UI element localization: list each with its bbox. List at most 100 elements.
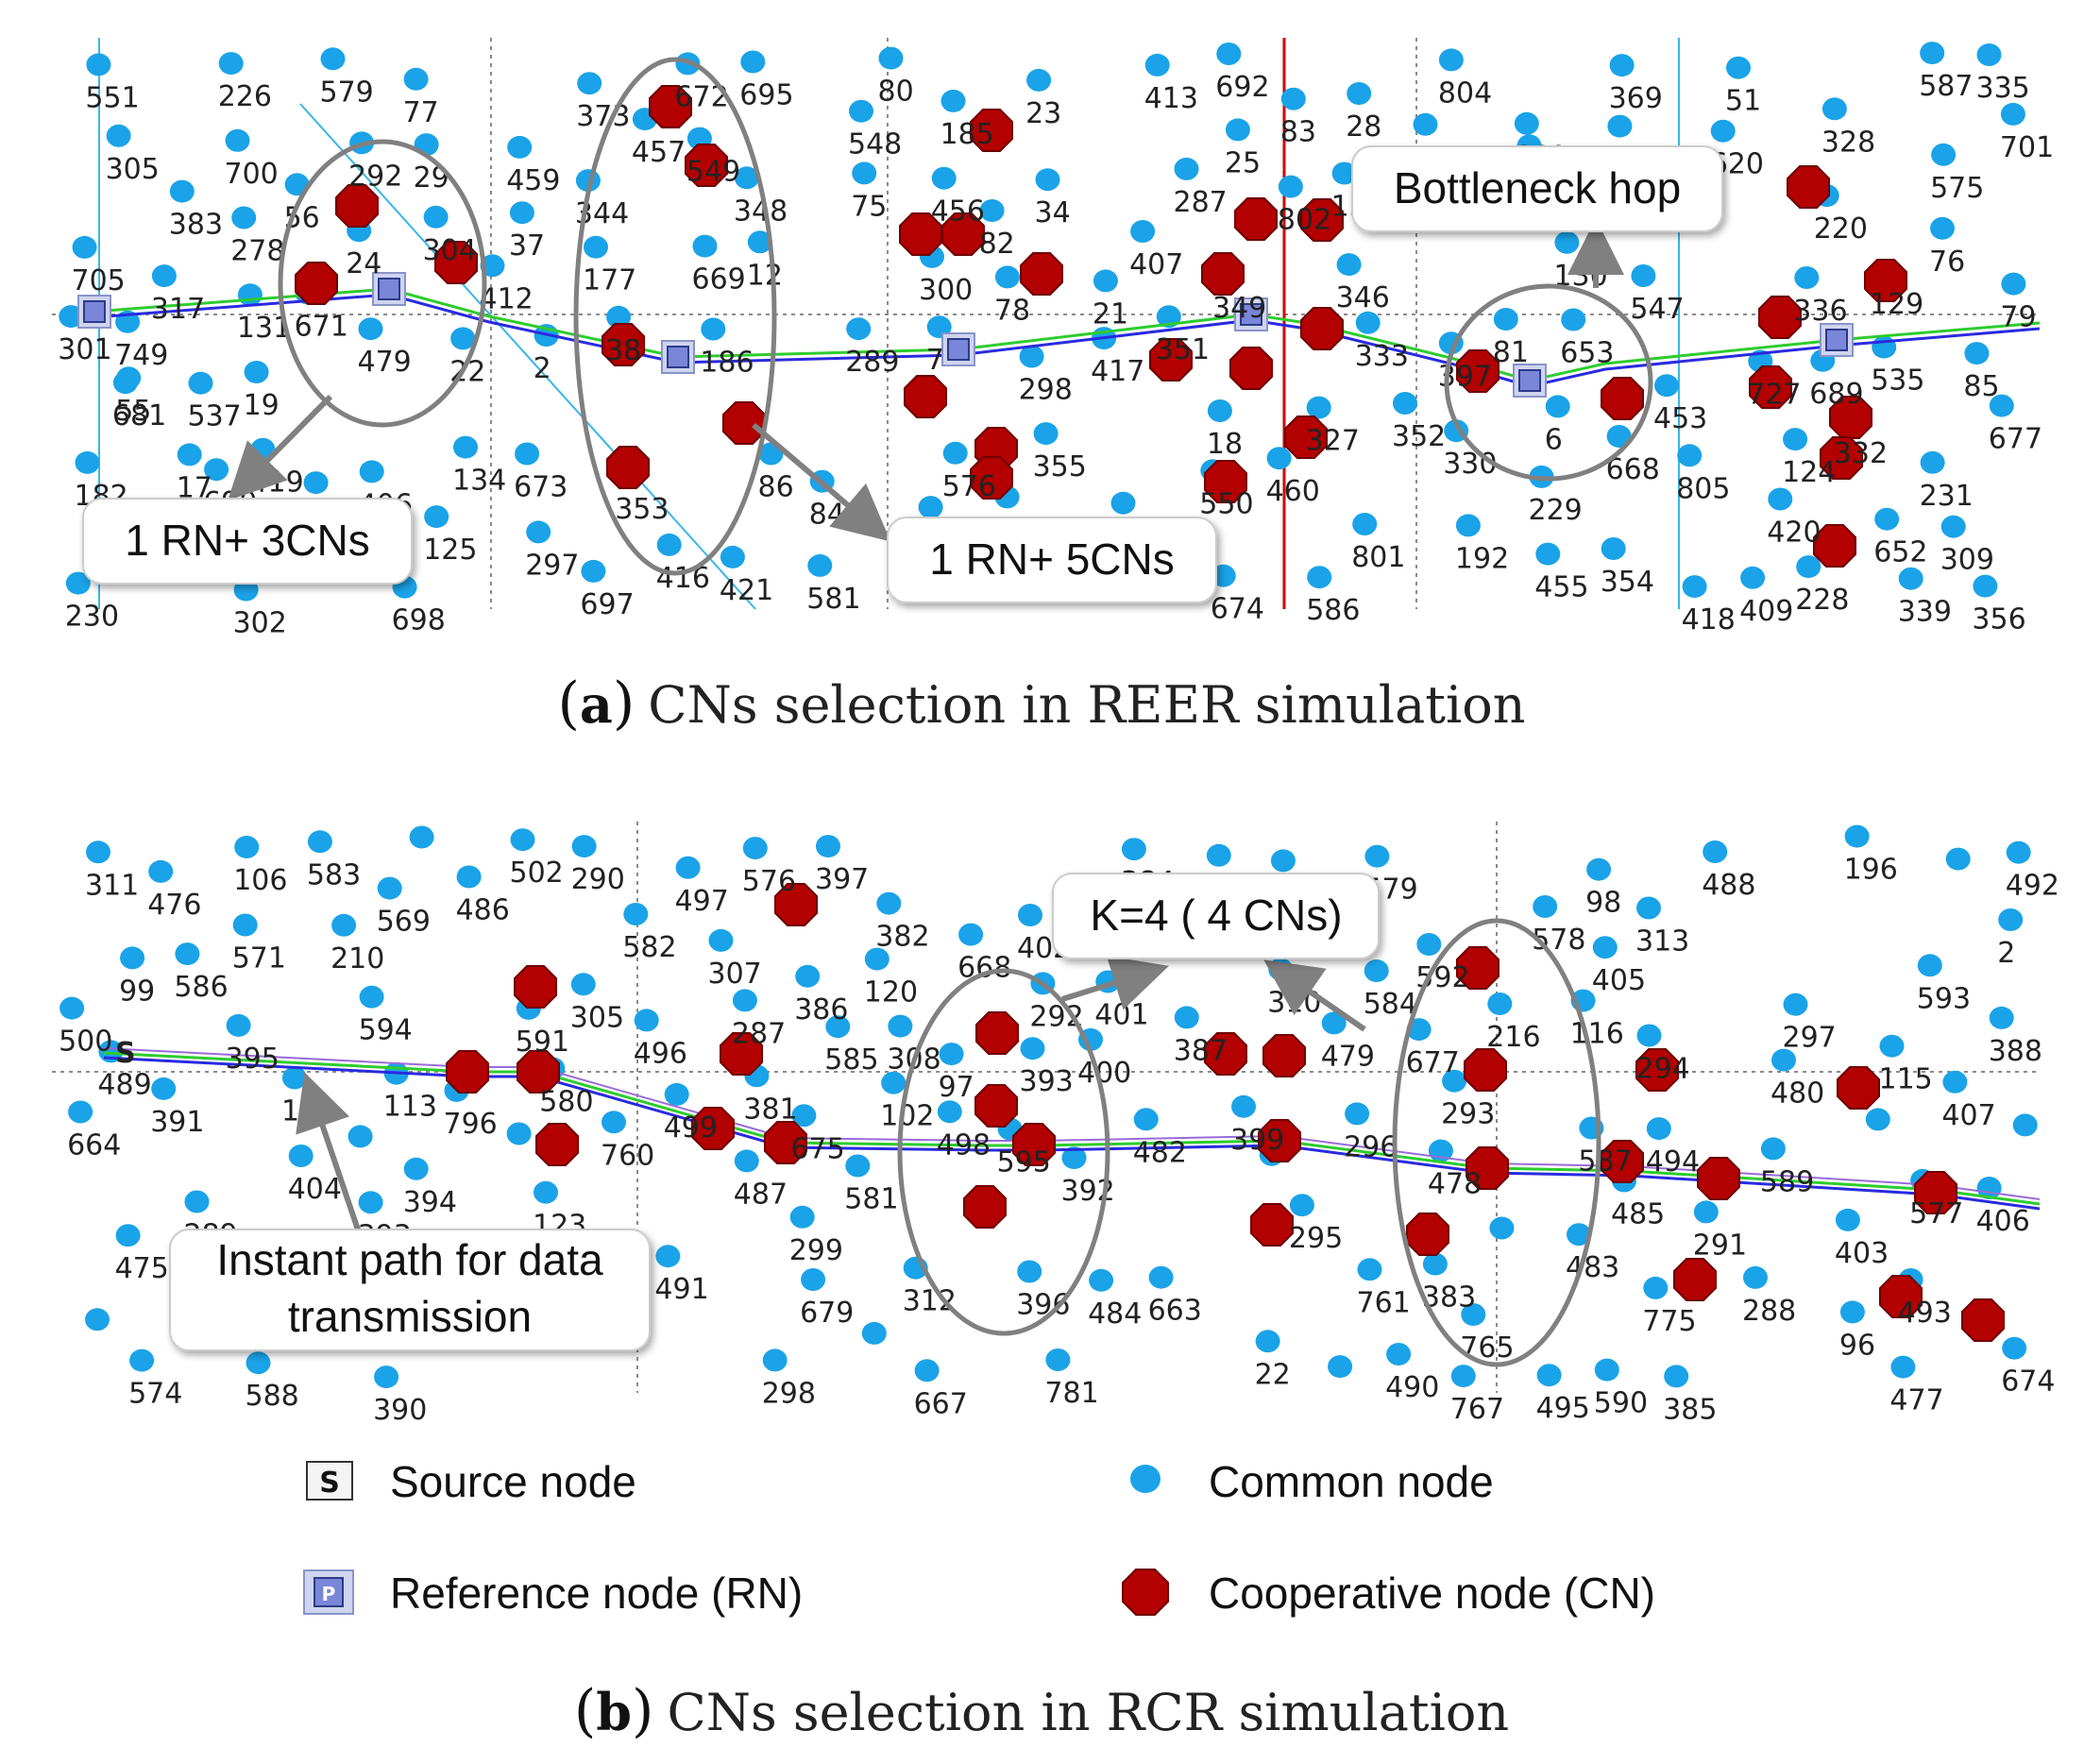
common-node: [1413, 112, 1438, 136]
node-label: 664: [67, 1129, 121, 1162]
common-node: [1783, 992, 1808, 1016]
common-node: [940, 89, 966, 112]
node-label: 485: [1611, 1198, 1665, 1231]
node-label: 98: [1585, 887, 1621, 920]
node-label: 674: [1211, 593, 1264, 626]
panel-a-node-labels: 2985673493532834351773396715756984564074…: [58, 70, 2054, 639]
node-label: 781: [1044, 1377, 1098, 1410]
common-node: [1607, 114, 1633, 138]
reference-node-inner: [947, 338, 970, 361]
common-node: [456, 865, 482, 889]
a-callout-1rn-3cns: 1 RN+ 3CNs: [82, 498, 413, 585]
node-label: 535: [1871, 365, 1924, 398]
node-label: 134: [452, 465, 506, 498]
common-node: [762, 1348, 788, 1372]
panel-a-routing-paths: [93, 287, 2041, 388]
common-node: [1594, 1358, 1619, 1382]
cooperative-node: [446, 1050, 489, 1094]
node-label: 80: [878, 76, 914, 109]
common-node: [2012, 1113, 2038, 1137]
cooperative-node: [1697, 1157, 1740, 1200]
reference-node-inner: [378, 278, 400, 300]
common-node: [68, 1100, 93, 1124]
node-label: 765: [1460, 1331, 1514, 1365]
node-label: 216: [1486, 1021, 1540, 1054]
b-ellipse-right-cns: [1392, 918, 1601, 1367]
common-node: [1328, 1355, 1353, 1379]
node-label: 671: [295, 310, 348, 343]
common-node: [409, 825, 434, 849]
cooperative-node: [1456, 349, 1499, 393]
panel-a-cooperative-nodes: [295, 85, 1907, 568]
common-node: [1768, 487, 1793, 511]
node-label: 500: [59, 1026, 112, 1059]
common-node: [1345, 1102, 1370, 1126]
cooperative-node: [963, 1185, 1007, 1229]
common-node: [237, 283, 263, 307]
node-label: 82: [979, 228, 1015, 261]
node-label: 229: [1529, 494, 1583, 527]
common-node: [1307, 566, 1332, 589]
node-label: 487: [734, 1178, 788, 1211]
common-node: [740, 50, 766, 74]
node-label: 300: [919, 274, 973, 307]
common-node: [450, 327, 476, 350]
node-label: 349: [1212, 292, 1266, 325]
common-node: [282, 1066, 307, 1090]
cooperative-node: [1820, 436, 1863, 480]
common-node: [515, 442, 540, 466]
cooperative-node: [1201, 252, 1245, 296]
common-node: [85, 1308, 110, 1331]
legend-cooperative-node-icon: [1122, 1569, 1169, 1616]
node-label: 102: [880, 1100, 934, 1133]
node-label: 296: [1344, 1130, 1398, 1163]
common-node: [1945, 847, 1971, 871]
common-node: [1783, 428, 1808, 451]
cooperative-node: [1758, 296, 1802, 339]
common-node: [106, 124, 131, 147]
node-label: 498: [937, 1128, 991, 1162]
node-label: 115: [1879, 1063, 1933, 1096]
common-node: [601, 1111, 626, 1134]
node-label: 381: [743, 1093, 797, 1126]
common-node: [1206, 843, 1231, 867]
svg-text:P: P: [322, 1583, 336, 1605]
node-label: 479: [358, 346, 412, 379]
node-label: 75: [851, 190, 887, 223]
a-ellipse-1rn-5cns: [573, 57, 777, 576]
common-node: [1606, 425, 1632, 448]
common-node: [2002, 1336, 2027, 1360]
node-label: 196: [1844, 854, 1898, 887]
cooperative-node: [722, 401, 766, 445]
common-node: [1726, 56, 1751, 79]
common-node: [791, 1104, 817, 1128]
common-node: [1489, 1216, 1515, 1240]
node-label: 291: [1693, 1229, 1747, 1262]
node-label: 497: [675, 885, 729, 918]
node-label: 589: [1760, 1165, 1814, 1198]
common-node: [1487, 992, 1513, 1015]
common-node: [1450, 1365, 1476, 1388]
common-node: [1646, 1117, 1671, 1141]
node-label: 675: [790, 1132, 844, 1165]
common-node: [1207, 399, 1232, 422]
node-label: 304: [423, 234, 477, 267]
reference-node-inner: [83, 300, 106, 323]
node-label: 493: [1898, 1297, 1952, 1330]
cooperative-node: [1300, 307, 1344, 350]
common-node: [1743, 1265, 1768, 1289]
common-node: [1677, 444, 1703, 467]
node-label: 593: [1917, 982, 1971, 1015]
node-label: 583: [307, 858, 361, 891]
node-label: 393: [1020, 1065, 1074, 1098]
cooperative-node: [1787, 165, 1830, 209]
node-label: 353: [615, 493, 669, 526]
node-label: 580: [539, 1085, 593, 1118]
common-node: [655, 1245, 681, 1268]
common-node: [1225, 118, 1250, 142]
common-node: [424, 505, 449, 529]
common-node: [1231, 1094, 1256, 1118]
common-node: [403, 67, 429, 91]
common-node: [571, 835, 597, 858]
node-label: 489: [97, 1068, 151, 1101]
